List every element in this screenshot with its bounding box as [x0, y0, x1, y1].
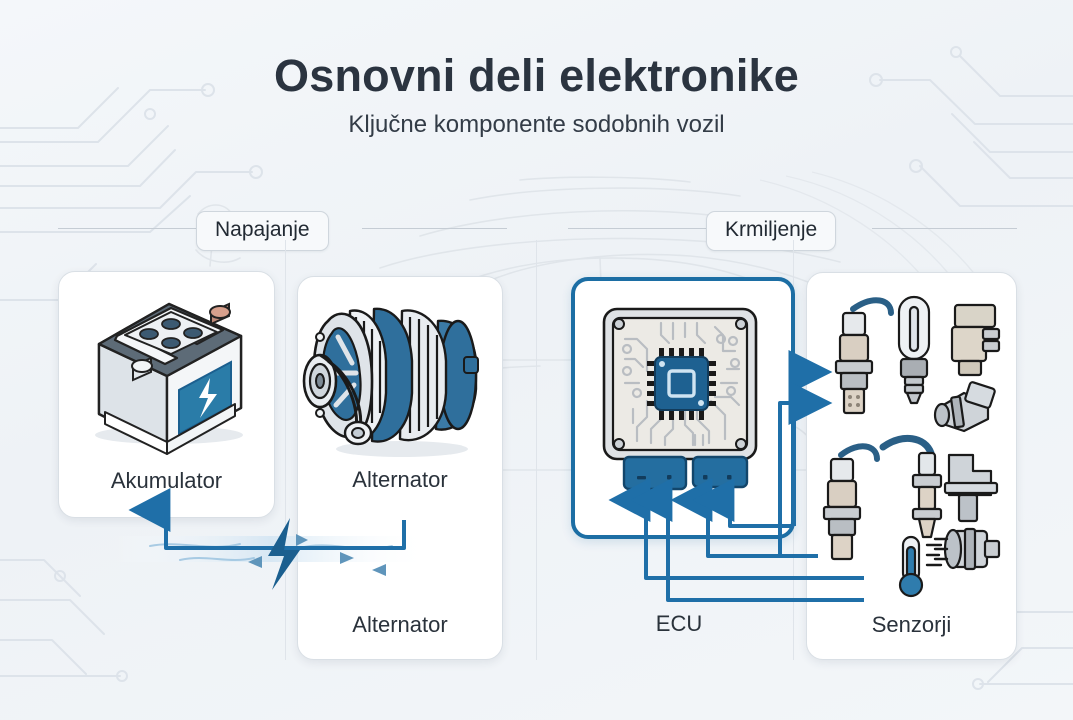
page-subtitle: Ključne komponente sodobnih vozil	[348, 111, 725, 139]
card-alternator-bottom-label: Alternator	[352, 612, 448, 637]
section-rule-left-2	[362, 228, 507, 229]
card-alternator-artwork	[298, 277, 502, 467]
card-ecu-artwork	[575, 281, 791, 525]
card-sensors-label: Senzorji	[871, 612, 952, 637]
alternator-icon	[302, 307, 479, 457]
sensors-grid-icon	[822, 295, 1001, 598]
ecu-circuit-board-icon	[602, 307, 758, 491]
card-alternator[interactable]: Alternator Alternator	[297, 276, 503, 660]
card-battery-artwork	[59, 272, 274, 457]
card-ecu[interactable]	[571, 277, 795, 539]
section-label-napajanje[interactable]: Napajanje	[196, 211, 329, 251]
card-battery-label: Akumulator	[110, 468, 223, 493]
section-rule-right	[568, 228, 714, 229]
header: Osnovni deli elektronike Ključne kompone…	[0, 52, 1073, 139]
section-label-krmiljenje[interactable]: Krmiljenje	[706, 211, 837, 251]
card-sensors[interactable]: Senzorji	[806, 272, 1017, 660]
circuit-node-group-right	[869, 46, 984, 690]
card-alternator-label: Alternator	[352, 467, 448, 492]
section-rule-right-2	[872, 228, 1017, 229]
circuit-trace-group-left	[0, 87, 253, 677]
circuit-node-group-left	[54, 83, 263, 682]
page-title: Osnovni deli elektronike	[274, 50, 799, 101]
card-ecu-label: ECU	[655, 611, 703, 636]
section-rule-left	[58, 228, 204, 229]
card-sensors-artwork	[807, 279, 1016, 599]
group-divider-left	[285, 240, 286, 660]
group-divider-center	[536, 240, 537, 660]
car-battery-icon	[95, 302, 243, 455]
card-battery[interactable]: Akumulator	[58, 271, 275, 518]
